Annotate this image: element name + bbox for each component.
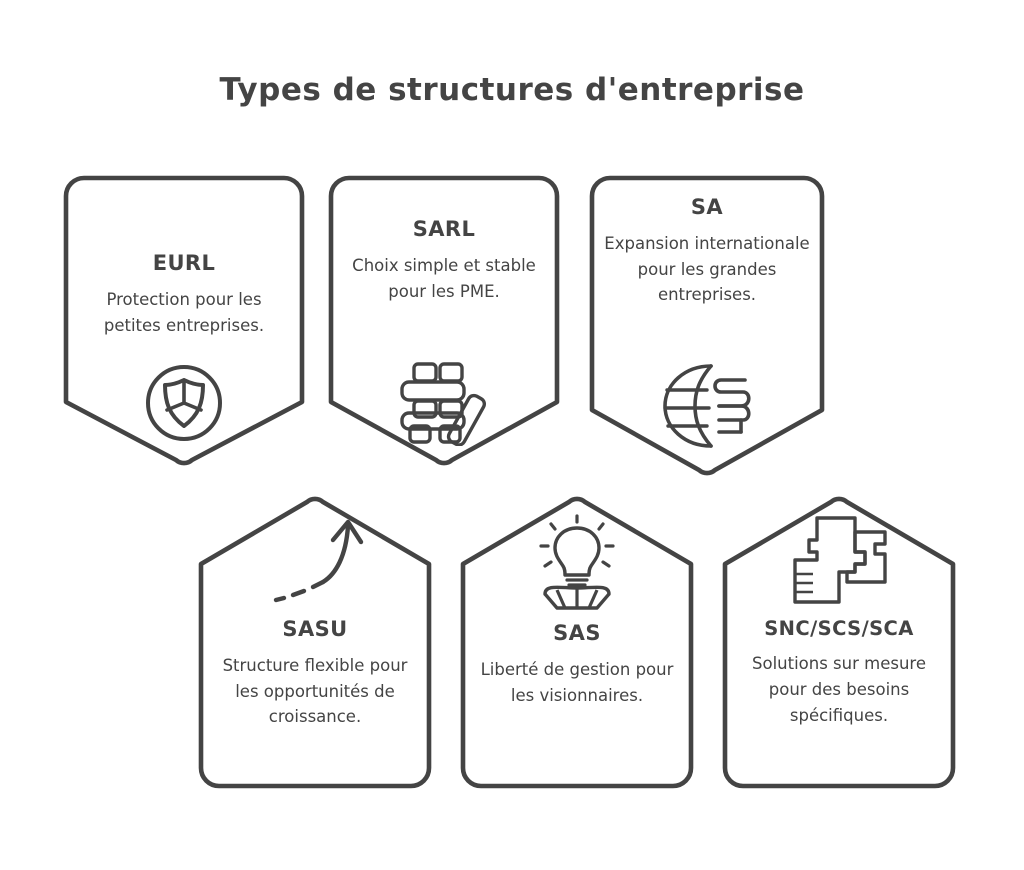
card-sarl-text: SARL Choix simple et stable pour les PME… xyxy=(327,217,561,304)
card-sa-description: Expansion internationale pour les grande… xyxy=(604,234,810,305)
card-snc-scs-sca-text: SNC/SCS/SCA Solutions sur mesure pour de… xyxy=(721,618,957,728)
card-sarl-title: SARL xyxy=(412,217,476,241)
card-sarl-description: Choix simple et stable pour les PME. xyxy=(352,256,536,301)
card-sa-text: SA Expansion internationale pour les gra… xyxy=(588,195,826,308)
card-sarl[interactable]: SARL Choix simple et stable pour les PME… xyxy=(327,174,561,466)
card-sasu-description: Structure flexible pour les opportunités… xyxy=(222,656,408,727)
card-eurl-description: Protection pour les petites entreprises. xyxy=(103,290,265,335)
puzzle-pieces-icon xyxy=(721,512,957,610)
card-sas-text: SAS Liberté de gestion pour les visionna… xyxy=(459,621,695,708)
lightbulb-diamond-icon xyxy=(459,514,695,610)
stacked-blocks-icon xyxy=(327,360,561,446)
card-eurl-outline xyxy=(63,175,305,466)
shield-in-circle-icon xyxy=(62,360,306,446)
card-eurl-title: EURL xyxy=(152,251,216,275)
card-snc-scs-sca[interactable]: SNC/SCS/SCA Solutions sur mesure pour de… xyxy=(721,496,957,792)
card-sasu-outline xyxy=(198,496,432,789)
card-sa-title: SA xyxy=(690,195,724,219)
card-sas-outline xyxy=(460,496,694,789)
card-eurl[interactable]: EURL Protection pour les petites entrepr… xyxy=(62,174,306,466)
card-snc-scs-sca-outline xyxy=(722,496,956,789)
card-sasu[interactable]: SASU Structure flexible pour les opportu… xyxy=(197,496,433,792)
card-sa[interactable]: SA Expansion internationale pour les gra… xyxy=(588,174,826,476)
page-title: Types de structures d'entreprise xyxy=(219,72,805,108)
card-sas[interactable]: SAS Liberté de gestion pour les visionna… xyxy=(459,496,695,792)
card-sasu-title: SASU xyxy=(282,617,348,641)
card-eurl-text: EURL Protection pour les petites entrepr… xyxy=(62,251,306,338)
card-snc-scs-sca-title: SNC/SCS/SCA xyxy=(764,617,914,640)
card-sa-outline xyxy=(589,175,825,476)
globe-arrow-icon xyxy=(588,360,826,450)
card-sarl-outline xyxy=(328,175,560,466)
card-sas-title: SAS xyxy=(553,621,601,645)
growth-arrow-icon xyxy=(197,510,433,610)
card-snc-scs-sca-description: Solutions sur mesure pour des besoins sp… xyxy=(752,654,926,725)
card-sas-description: Liberté de gestion pour les visionnaires… xyxy=(480,660,674,705)
card-sasu-text: SASU Structure flexible pour les opportu… xyxy=(197,617,433,730)
